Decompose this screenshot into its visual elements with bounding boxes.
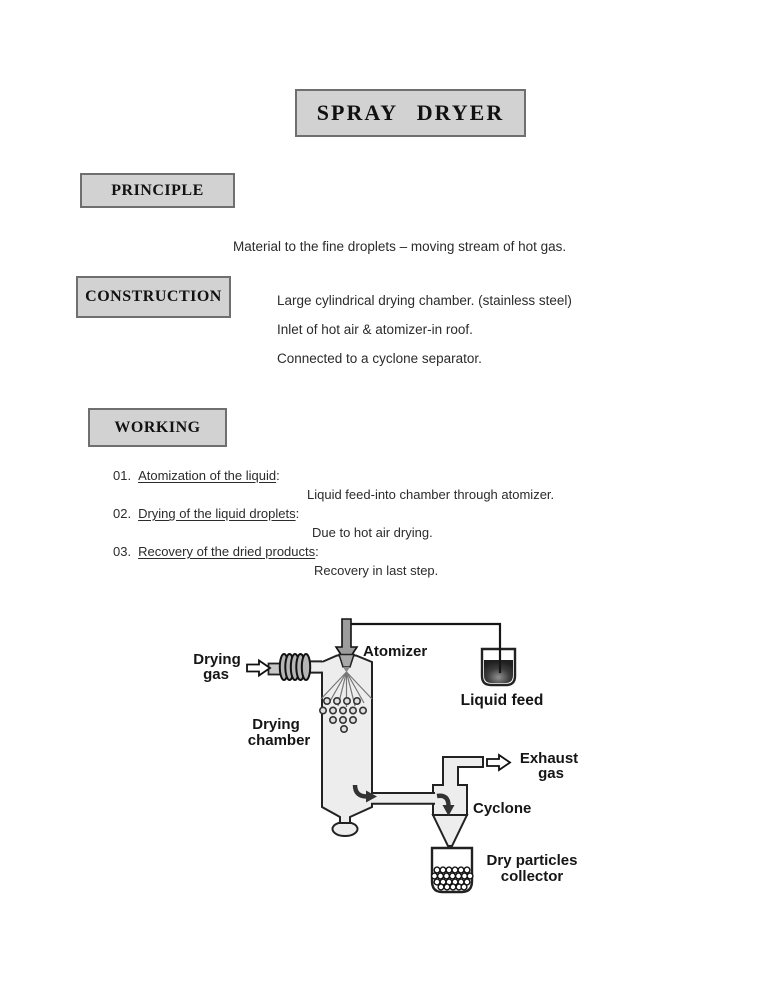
label-exhaust-gas: Exhaust — [520, 750, 578, 767]
working-item-title: Recovery of the dried products — [138, 544, 316, 559]
construction-line: Connected to a cyclone separator. — [277, 351, 482, 366]
working-heading-label: WORKING — [114, 418, 201, 436]
construction-line: Large cylindrical drying chamber. (stain… — [277, 293, 572, 308]
label-dry-particles-collector: Dry particles — [487, 852, 578, 869]
section-heading-construction: CONSTRUCTION — [76, 276, 231, 318]
label-atomizer: Atomizer — [363, 643, 427, 660]
construction-heading-label: CONSTRUCTION — [85, 288, 222, 305]
spray-nozzle-tip — [343, 667, 350, 673]
label-exhaust-gas: gas — [538, 765, 564, 782]
working-item-number: 03. — [113, 544, 132, 559]
section-heading-principle: PRINCIPLE — [80, 173, 235, 208]
principle-text: Material to the fine droplets – moving s… — [233, 239, 567, 254]
chamber-outlet-bulb — [331, 821, 359, 837]
feed-pipe — [347, 622, 502, 673]
heater-coil-icon — [278, 653, 312, 681]
collected-particles — [430, 866, 474, 891]
label-drying-chamber: Drying — [252, 716, 300, 733]
label-drying-gas: Drying — [193, 651, 241, 668]
cyclone-cone — [431, 814, 469, 847]
working-item: 03. Recovery of the dried products: — [113, 542, 554, 561]
working-item-detail: Due to hot air drying. — [312, 525, 433, 540]
page-title: SPRAY DRYER — [316, 100, 505, 125]
working-item-title: Drying of the liquid droplets — [138, 506, 296, 521]
chamber-to-cyclone-duct — [370, 794, 436, 803]
working-item-number: 02. — [113, 506, 132, 521]
spray-lines — [320, 671, 373, 707]
liquid-feed-liquid — [484, 660, 513, 683]
working-item: 01. Atomization of the liquid: — [113, 466, 554, 485]
working-item: 02. Drying of the liquid droplets: — [113, 504, 554, 523]
inlet-stub-pipe — [267, 662, 282, 676]
label-liquid-feed: Liquid feed — [461, 692, 544, 709]
flow-arrow-down-icon — [436, 793, 455, 816]
construction-line: Inlet of hot air & atomizer-in roof. — [277, 322, 473, 337]
section-heading-working: WORKING — [88, 408, 227, 447]
working-item-colon: : — [295, 506, 300, 521]
working-item-number: 01. — [113, 468, 132, 483]
spray-dryer-diagram: Drying gas Atomizer Liquid feed Drying c… — [193, 618, 578, 894]
working-item-detail: Recovery in last step. — [314, 563, 439, 578]
working-item-colon: : — [315, 544, 319, 559]
label-cyclone: Cyclone — [473, 800, 531, 817]
working-item-title: Atomization of the liquid — [138, 468, 277, 483]
working-item-colon: : — [276, 468, 280, 483]
label-drying-chamber: chamber — [248, 732, 311, 749]
label-drying-gas: gas — [203, 666, 229, 683]
construction-text-block: Large cylindrical drying chamber. (stain… — [277, 294, 572, 381]
spray-droplets — [319, 697, 368, 734]
title-box: SPRAY DRYER — [295, 89, 526, 137]
working-item-detail: Liquid feed-into chamber through atomize… — [307, 487, 555, 502]
inlet-pipe — [300, 662, 324, 672]
flow-arrow-right-icon — [352, 784, 377, 803]
principle-heading-label: PRINCIPLE — [111, 181, 204, 199]
working-list: 01. Atomization of the liquid: Liquid fee… — [113, 466, 554, 580]
drying-gas-arrow-icon — [246, 658, 272, 678]
duct-walls — [371, 792, 435, 805]
exhaust-gas-arrow-icon — [486, 753, 512, 772]
exhaust-duct — [442, 756, 484, 786]
label-dry-particles-collector: collector — [501, 868, 564, 885]
